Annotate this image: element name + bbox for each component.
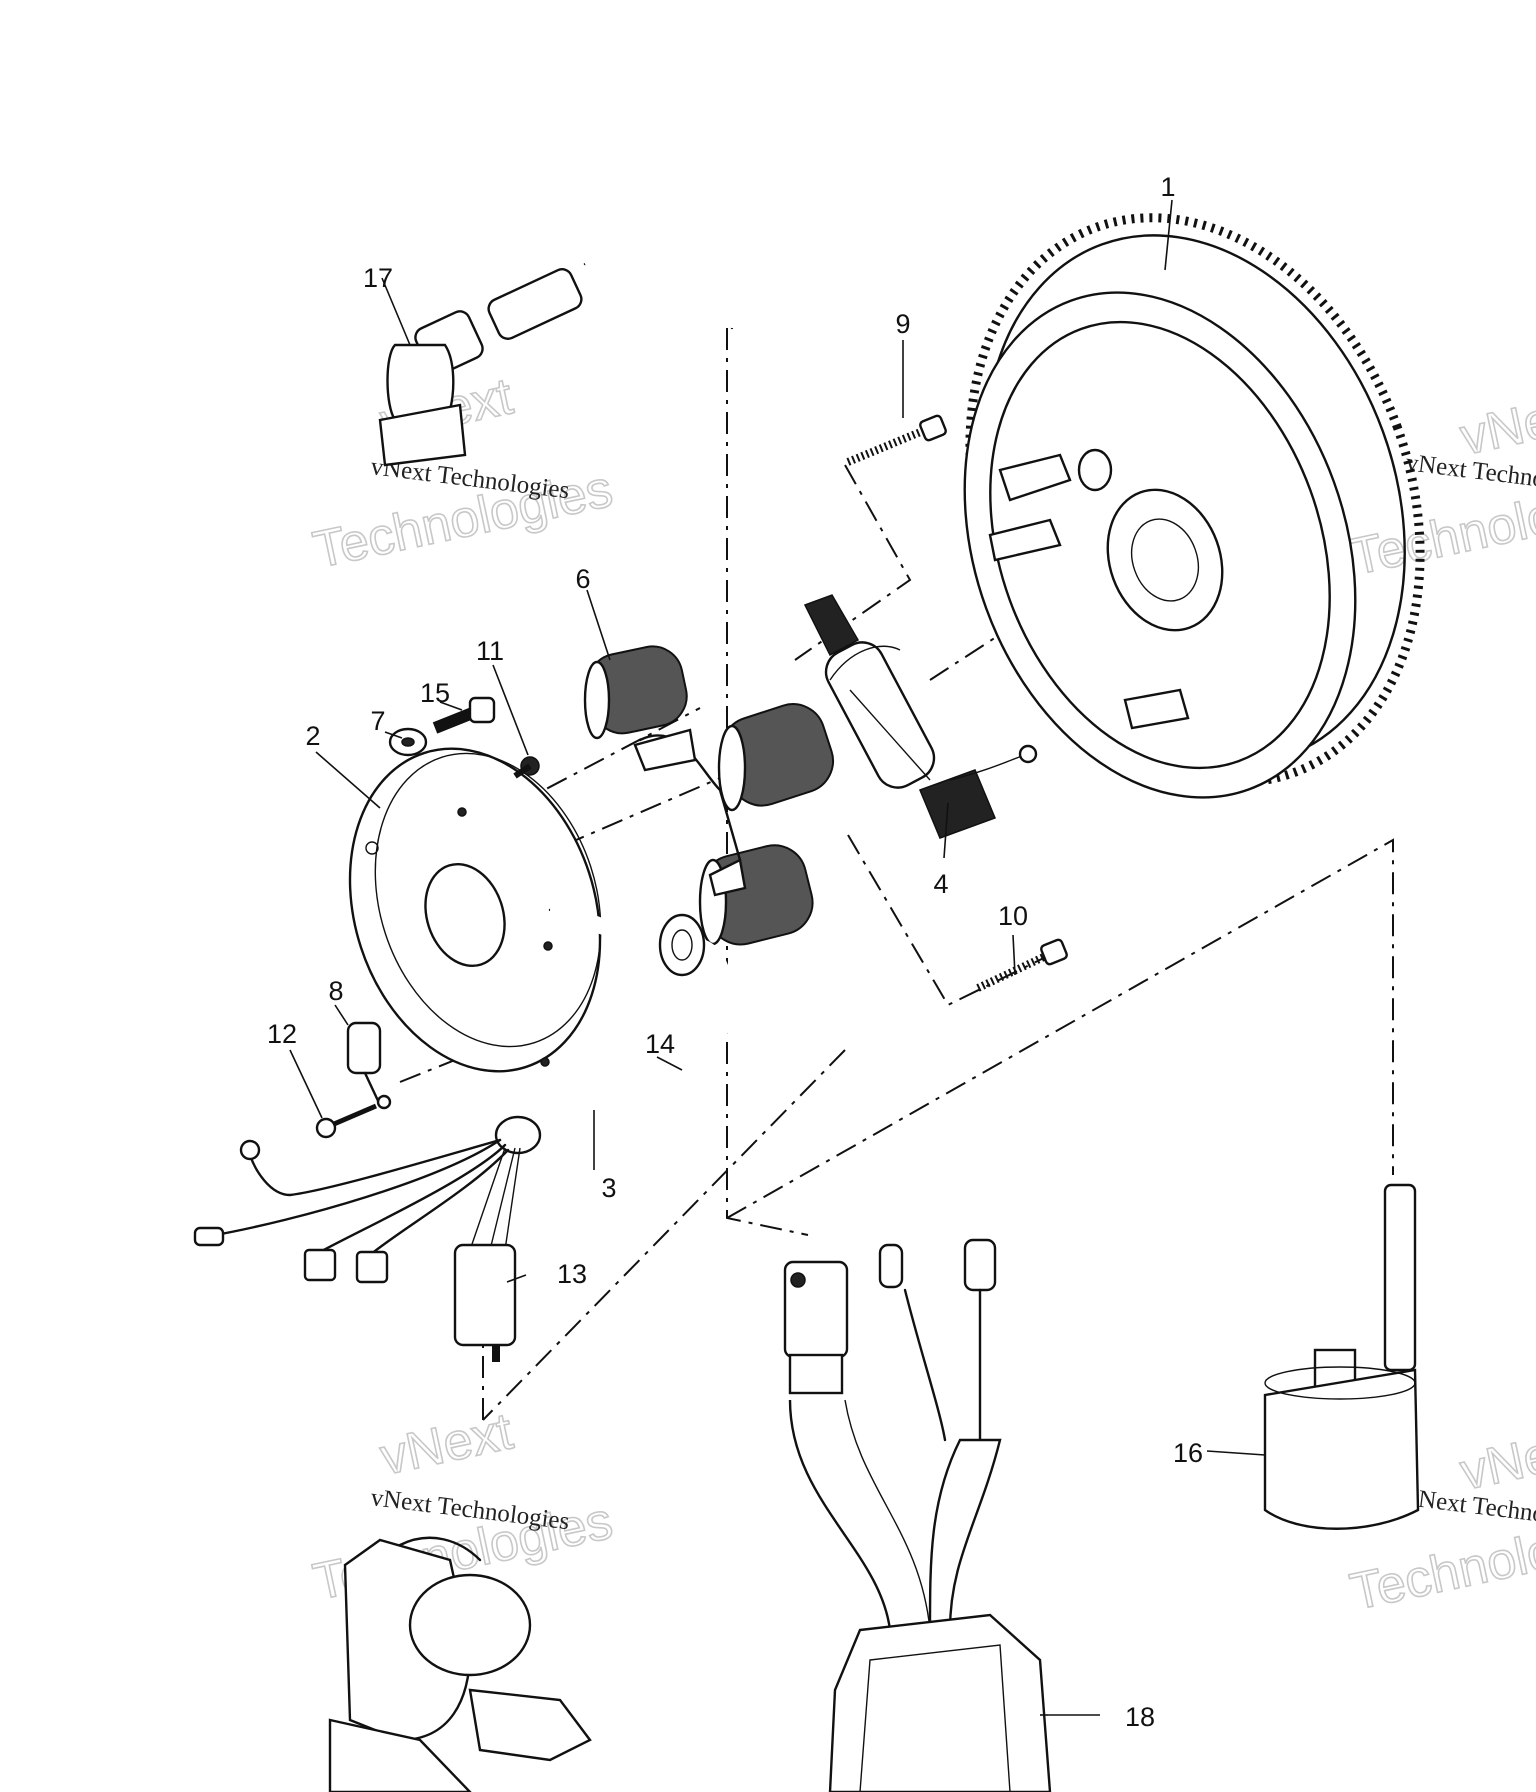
callout-16: 16 (1173, 1438, 1203, 1468)
callout-15: 15 (420, 678, 450, 708)
clamp-8 (346, 1021, 392, 1110)
callout-6: 6 (575, 564, 590, 594)
spark-plug-cap-17 (378, 198, 753, 467)
flywheel (963, 213, 1425, 799)
watermark-small: vNext Technologies (1404, 449, 1536, 500)
callout-18: 18 (1125, 1702, 1155, 1732)
callout-12: 12 (267, 1019, 297, 1049)
callout-7: 7 (370, 706, 385, 736)
callout-11: 11 (476, 636, 504, 666)
callout-4: 4 (933, 869, 948, 899)
screw-12 (315, 1103, 377, 1139)
washer-7 (388, 727, 428, 757)
screw-9 (846, 414, 947, 466)
stator-base-plate-2 (348, 747, 602, 1073)
callout-labels: 1 2 3 4 6 7 8 9 10 11 12 13 14 15 16 17 … (267, 172, 1203, 1732)
watermark-top-right: vNext Technologies vNext Technologies (1345, 381, 1536, 587)
callout-14: 14 (645, 1029, 675, 1059)
callout-8: 8 (328, 976, 343, 1006)
callout-3: 3 (601, 1173, 616, 1203)
watermark-bottom-left: vNext Technologies vNext Technologies (308, 1401, 619, 1612)
cdi-unit-18 (783, 1238, 1052, 1792)
ignition-coil-16 (1263, 1183, 1420, 1530)
pulser-coil-4 (803, 594, 1038, 839)
watermark-big-line1: vNext (1455, 1417, 1536, 1501)
screw-11 (513, 756, 540, 779)
callout-13: 13 (557, 1259, 587, 1289)
callout-leaders (289, 199, 1266, 1716)
watermark-big-line1: vNext (1455, 382, 1536, 466)
watermark-top-left: vNext Technologies vNext Technologies (308, 366, 619, 580)
regulator-bottom-left (328, 1536, 592, 1792)
callout-2: 2 (305, 721, 320, 751)
callout-9: 9 (895, 309, 910, 339)
screw-10 (976, 938, 1068, 992)
callout-10: 10 (998, 901, 1028, 931)
connector-13 (453, 1147, 521, 1362)
screw-15 (432, 696, 496, 734)
callout-17: 17 (363, 263, 393, 293)
callout-1: 1 (1160, 172, 1175, 202)
watermark-small: vNext Technologies (1404, 1484, 1536, 1535)
watermark-big-line1: vNext (375, 1402, 518, 1486)
stator-coils-6 (583, 645, 834, 946)
wire-harness-3 (193, 902, 733, 1284)
